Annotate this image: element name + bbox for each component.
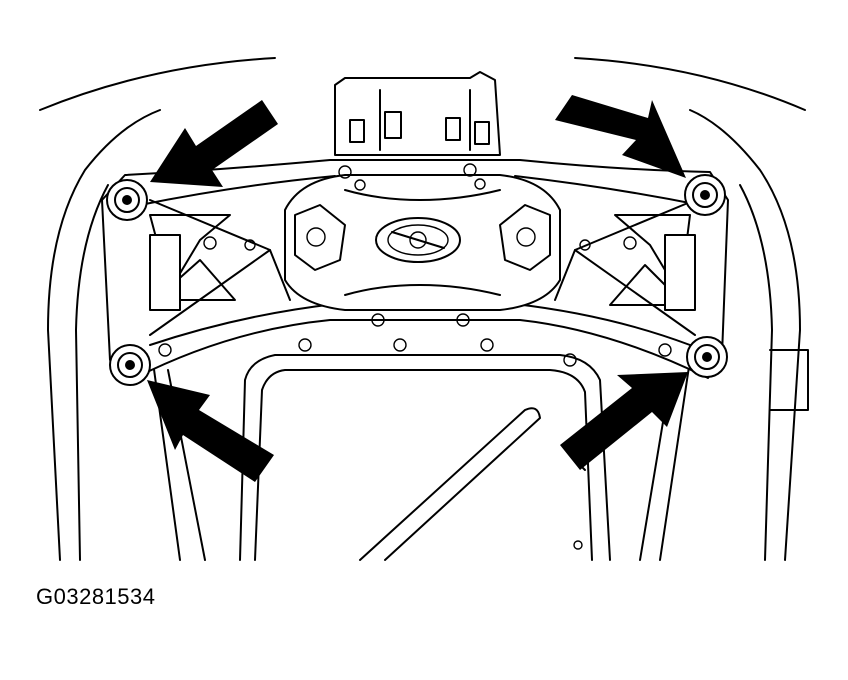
figure-id-label: G03281534 <box>36 584 156 609</box>
crossmember-diagram <box>39 57 809 561</box>
corner-bolt-lower-left <box>109 344 151 386</box>
oil-pan <box>239 354 611 561</box>
upper-bracket <box>334 71 501 156</box>
callout-arrow-upper-left <box>150 100 278 187</box>
crossmember-frame <box>101 159 729 379</box>
callout-arrow-upper-right <box>555 95 686 178</box>
callout-arrow-lower-right <box>560 372 688 470</box>
corner-bolt-upper-left <box>106 179 148 221</box>
corner-bolt-lower-right <box>686 336 728 378</box>
corner-bolt-upper-right <box>684 174 726 216</box>
callout-arrow-lower-left <box>147 380 274 482</box>
